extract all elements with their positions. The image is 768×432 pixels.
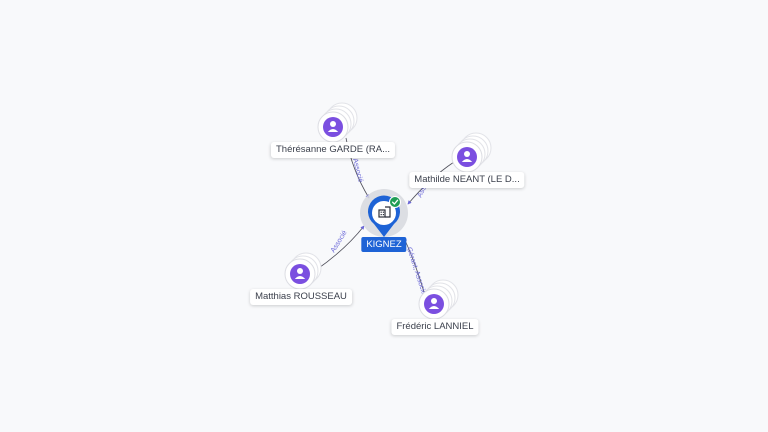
person-node-frederic[interactable] xyxy=(418,279,459,320)
person-icon xyxy=(323,117,343,137)
edge-label-theresanne: Associé xyxy=(351,158,364,184)
person-label-matthias[interactable]: Matthias ROUSSEAU xyxy=(250,289,352,305)
person-icon xyxy=(290,264,310,284)
person-label-mathilde[interactable]: Mathilde NEANT (LE D... xyxy=(409,172,525,188)
person-label-theresanne[interactable]: Thérésanne GARDE (RA... xyxy=(270,142,396,158)
person-icon xyxy=(424,294,444,314)
person-node-matthias[interactable] xyxy=(284,252,322,290)
company-label[interactable]: KIGNEZ xyxy=(361,237,407,252)
person-label-frederic[interactable]: Frédéric LANNIEL xyxy=(391,319,479,335)
company-node[interactable] xyxy=(360,189,408,237)
person-icon xyxy=(457,147,477,167)
person-node-mathilde[interactable] xyxy=(451,132,492,173)
person-node-theresanne[interactable] xyxy=(317,102,358,143)
building-icon xyxy=(378,206,391,218)
edge-label-frederic: Gérant, Associé xyxy=(405,246,427,295)
edge-label-matthias: Associé xyxy=(330,229,349,254)
check-badge-icon xyxy=(389,196,401,208)
